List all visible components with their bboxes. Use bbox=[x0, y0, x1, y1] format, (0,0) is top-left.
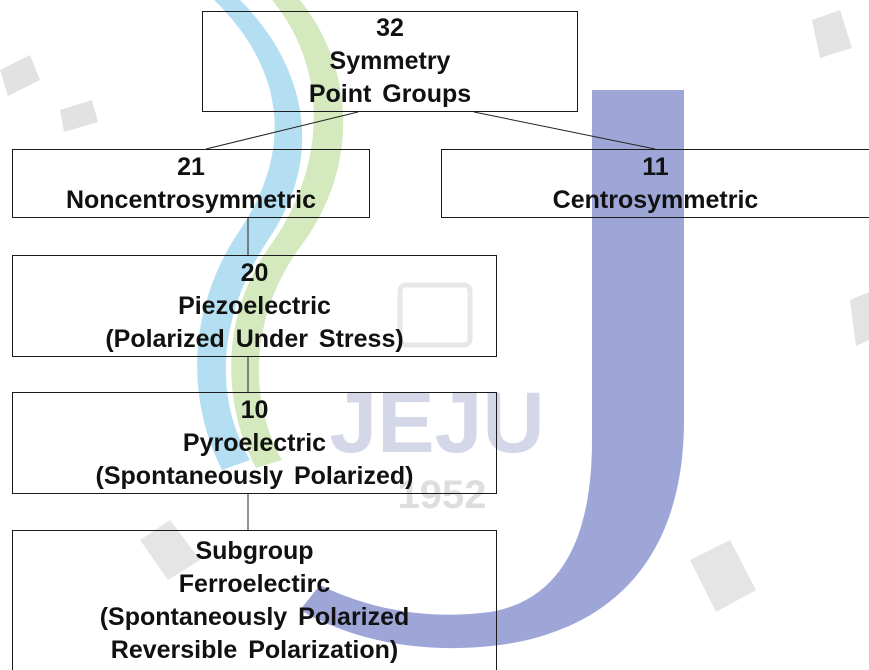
node-title: Pyroelectric bbox=[182, 428, 327, 457]
node-count: 11 bbox=[642, 152, 669, 181]
node-piezoelectric: 20 Piezoelectric (Polarized Under Stress… bbox=[12, 255, 497, 357]
watermark-year-text: 1952 bbox=[398, 473, 487, 517]
watermark-cyan-swoosh bbox=[197, 0, 303, 470]
node-count: 21 bbox=[177, 152, 205, 181]
node-noncentrosymmetric: 21 Noncentrosymmetric bbox=[12, 149, 370, 218]
node-description: (Spontaneously Polarized) bbox=[95, 461, 414, 490]
watermark-blue-arc bbox=[300, 90, 684, 649]
node-title: Ferroelectirc bbox=[178, 569, 331, 598]
node-symmetry-point-groups: 32 Symmetry Point Groups bbox=[202, 11, 578, 112]
node-subtitle: Point Groups bbox=[308, 80, 472, 108]
node-title: Symmetry bbox=[329, 47, 451, 75]
node-pyroelectric: 10 Pyroelectric (Spontaneously Polarized… bbox=[12, 392, 497, 494]
node-label: Subgroup bbox=[195, 536, 314, 565]
node-ferroelectric: Subgroup Ferroelectirc (Spontaneously Po… bbox=[12, 530, 497, 670]
watermark-right-brush bbox=[812, 10, 869, 346]
watermark-emblem-square bbox=[397, 282, 473, 348]
node-count: 32 bbox=[376, 14, 404, 42]
node-centrosymmetric: 11 Centrosymmetric bbox=[441, 149, 869, 218]
watermark-jeju-text: JEJU bbox=[329, 375, 544, 471]
node-description-cont: Reversible Polarization) bbox=[110, 635, 399, 664]
node-title: Centrosymmetric bbox=[552, 185, 759, 214]
node-description: (Spontaneously Polarized bbox=[99, 602, 410, 631]
node-title: Piezoelectric bbox=[178, 291, 331, 320]
node-title: Noncentrosymmetric bbox=[65, 185, 317, 214]
connector-root-to-noncentro bbox=[205, 111, 359, 150]
connector-root-to-centro bbox=[473, 111, 656, 150]
node-description: (Polarized Under Stress) bbox=[105, 324, 404, 353]
node-count: 20 bbox=[240, 258, 269, 287]
watermark-green-swoosh bbox=[231, 0, 344, 468]
watermark-left-brush bbox=[0, 55, 98, 132]
node-count: 10 bbox=[240, 395, 269, 424]
